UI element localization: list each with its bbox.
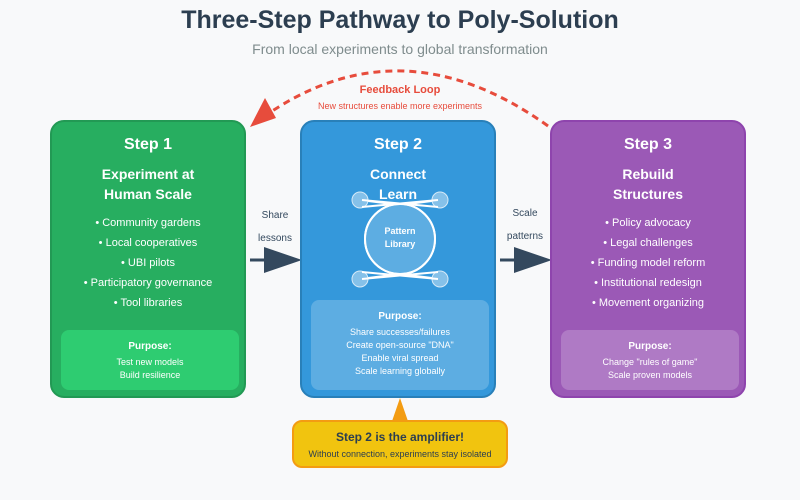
list-item: • UBI pilots [121, 257, 175, 269]
network-link [361, 271, 439, 280]
step-name: Rebuild Structures [552, 164, 744, 204]
amplifier-callout: Step 2 is the amplifier! Without connect… [292, 420, 508, 468]
purpose-label: Purpose: [628, 341, 672, 352]
list-item: • Institutional redesign [594, 277, 702, 289]
step-name-line: Structures [612, 186, 684, 202]
list-item: • Community gardens [95, 217, 201, 229]
pattern-library-hub-fill [366, 205, 434, 273]
connector-label-line: patterns [506, 231, 544, 242]
connector-label-line: Scale [512, 208, 538, 219]
list-item: • Funding model reform [590, 257, 706, 269]
list-item: • Participatory governance [83, 277, 213, 289]
feedback-loop-subtitle: New structures enable more experiments [317, 101, 483, 111]
step-items-list: • Community gardens • Local cooperatives… [52, 213, 244, 313]
step-name-line: Experiment at [101, 166, 195, 182]
pattern-library-hub-ring [364, 203, 436, 275]
callout-subtitle: Without connection, experiments stay iso… [308, 449, 492, 459]
step-name-line: Connect [370, 166, 426, 182]
feedback-loop-arc [261, 69, 549, 128]
pattern-library-label: Pattern Library [360, 225, 440, 251]
purpose-line: Build resilience [119, 370, 181, 380]
diagram-subtitle: From local experiments to global transfo… [252, 41, 548, 57]
step-number: Step 1 [123, 136, 172, 153]
purpose-label: Purpose: [378, 311, 422, 322]
purpose-line: Test new models [116, 357, 184, 367]
step-1-card: Step 1 Experiment at Human Scale • Commu… [50, 120, 246, 398]
step-items-list: • Policy advocacy • Legal challenges • F… [552, 213, 744, 313]
connector-label-line: Share [261, 210, 289, 221]
list-item: • Local cooperatives [98, 237, 198, 249]
step-name-line: Human Scale [104, 186, 192, 202]
purpose-line: Enable viral spread [361, 353, 439, 363]
arrowhead-step1-icon [264, 247, 302, 273]
step-2-card: Step 2 Connect Learn Purpose: Share succ… [300, 120, 496, 398]
purpose-box: Purpose: Change "rules of game" Scale pr… [561, 330, 739, 390]
purpose-box: Purpose: Test new models Build resilienc… [61, 330, 239, 390]
hub-label-line: Library [384, 239, 416, 249]
callout-pointer-icon [390, 398, 410, 427]
step-name: Connect Learn [302, 164, 494, 204]
purpose-line: Change "rules of game" [602, 357, 698, 367]
step-name-line: Rebuild [622, 166, 674, 182]
feedback-arrowhead-icon [250, 98, 276, 127]
purpose-line: Scale proven models [607, 370, 693, 380]
purpose-line: Create open-source "DNA" [346, 340, 454, 350]
feedback-loop-title: Feedback Loop [359, 84, 441, 96]
purpose-box: Purpose: Share successes/failures Create… [311, 300, 489, 390]
connector-label-line: lessons [258, 233, 292, 244]
step-name: Experiment at Human Scale [52, 164, 244, 204]
callout-title: Step 2 is the amplifier! [335, 430, 465, 444]
list-item: • Tool libraries [113, 297, 183, 309]
step-3-card: Step 3 Rebuild Structures • Policy advoc… [550, 120, 746, 398]
list-item: • Policy advocacy [605, 217, 691, 229]
step-number: Step 2 [373, 136, 422, 153]
purpose-line: Share successes/failures [349, 327, 451, 337]
purpose-label: Purpose: [128, 341, 172, 352]
connector-label-scale: Scale patterns [500, 202, 550, 248]
connector-label-share: Share lessons [250, 204, 300, 250]
purpose-line: Scale learning globally [354, 366, 446, 376]
arrowhead-step2-icon [514, 247, 552, 273]
list-item: • Movement organizing [591, 297, 705, 309]
step-number: Step 3 [623, 136, 672, 153]
step-name-line: Learn [378, 186, 418, 202]
hub-label-line: Pattern [384, 226, 416, 236]
list-item: • Legal challenges [603, 237, 693, 249]
diagram-title: Three-Step Pathway to Poly-Solution [181, 6, 619, 34]
